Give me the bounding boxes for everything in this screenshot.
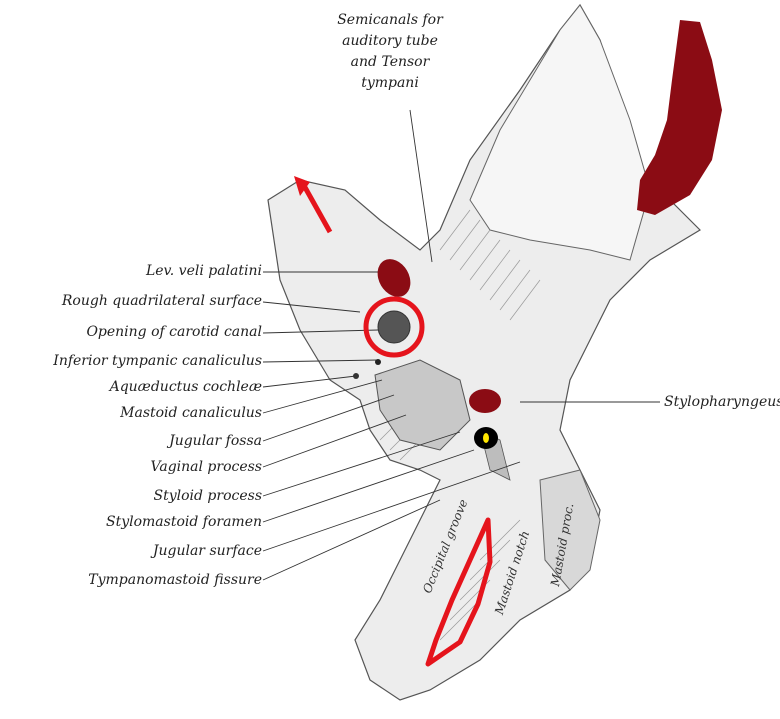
semicanals-label: Semicanals for auditory tube and Tensor … [337,12,443,91]
jugular-fossa-shading [374,359,471,451]
stylopharyngeus-label: Stylopharyngeus [664,394,780,410]
inf-tympanic-label: Inferior tympanic canaliculus [53,353,262,369]
red-arrow [299,180,333,234]
tympanomastoid-label: Tympanomastoid fissure [88,572,262,588]
stylomastoid-foramen-yellow [483,433,489,443]
carotid-canal-inner [377,310,411,344]
lev-veli-palatini-red [377,259,411,297]
mastoid-canaliculus-label: Mastoid canaliculus [120,405,262,421]
rough-quad-label: Rough quadrilateral surface [61,293,262,309]
occipital-groove-outline [425,517,493,667]
carotid-canal-circle [363,296,425,358]
aquaeductus-dot [353,373,359,379]
opening-carotid-label: Opening of carotid canal [86,324,262,340]
jugular-surface-label: Jugular surface [152,543,262,559]
aquaeductus-label: Aquæductus cochleæ [109,379,262,395]
squamous-portion [469,4,651,261]
styloid-process-label: Styloid process [153,488,263,504]
inf-tympanic-dot [375,359,381,365]
jugular-fossa-label: Jugular fossa [169,433,262,449]
vaginal-process-label: Vaginal process [150,459,262,475]
lev-veli-label: Lev. veli palatini [145,263,262,279]
stylopharyngeus-red [469,389,501,413]
mastoid-process-shading [539,469,601,591]
squamous-attachment-red [637,20,722,215]
petrous-portion [267,3,701,701]
stylomastoid-foramen-label: Stylomastoid foramen [105,514,262,530]
red-arrow-head [294,176,310,196]
leader-lines [262,109,660,581]
